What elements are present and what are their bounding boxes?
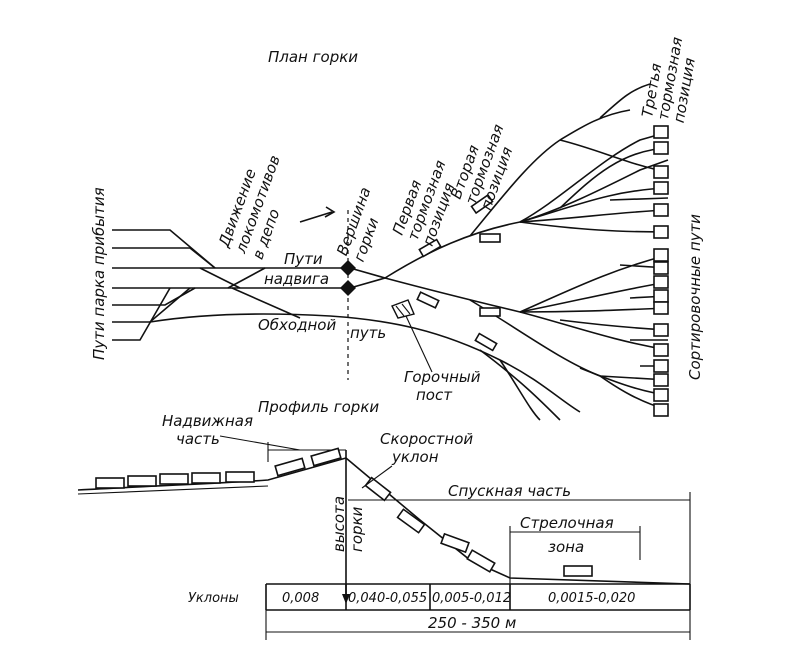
hump-marker-1 [340,260,356,276]
arrow-head [324,206,336,218]
control-post-leader [405,315,433,373]
hump-top-label: Вершина горки [333,185,382,265]
hump-height-line2: горки [348,506,366,552]
control-post-icon [391,299,415,319]
slope-table-cols [265,584,691,610]
hump-merge [349,267,388,289]
descent-part-label: Спускная часть [448,482,571,500]
slope-value-3: 0,005-0,012 [432,591,511,606]
profile-title: Профиль горки [258,398,379,416]
fast-slope-leader [361,465,393,489]
ground-hatch-base [77,485,269,495]
loco-track [231,287,301,319]
switch-zone-line2: зона [548,538,584,556]
fast-slope-line1: Скоростной [380,430,473,448]
control-post-hatch [395,303,411,317]
slope-value-2: 0,040-0,055 [348,591,427,606]
hump-height-line1: высота [330,496,348,552]
push-part-line1: Надвижная [162,412,253,430]
loco-arrow [299,211,333,223]
slope-table-rows [266,583,690,611]
bypass-track [149,313,581,413]
control-post-line2: пост [416,386,453,404]
push-tracks-line2: надвига [264,270,329,288]
second-brake-label: Вторая тормозная позиция [447,122,516,213]
push-leader [219,435,301,451]
first-brake-label: Первая тормозная позиция [389,158,458,249]
third-brake-label: Третья тормозная позиция [638,36,699,125]
plan-title: План горки [268,48,358,66]
approach-cars [95,447,342,489]
sorting-tracks-label: Сортировочные пути [686,214,704,380]
control-post-line1: Горочный [404,368,481,386]
hump-height-label: высота горки [330,496,366,552]
total-dim-ticks [265,610,691,640]
hump-marker-2 [340,280,356,296]
brake-positions [416,193,501,352]
total-length-label: 250 - 350 м [428,614,516,632]
fast-slope-line2: уклон [391,448,439,466]
slopes-label: Уклоны [188,591,239,606]
descent-cars [364,476,593,577]
bypass-line2: путь [350,324,386,342]
switch-zone-line1: Стрелочная [520,514,614,532]
arrival-tracks-label: Пути парка прибытия [90,187,108,360]
slope-value-4: 0,0015-0,020 [548,591,635,606]
third-brake-column [653,125,669,417]
bypass-line1: Обходной [258,316,336,334]
push-tracks-line1: Пути [284,250,323,268]
push-part-line2: часть [176,430,220,448]
loco-movement-label: Движение локомотивов в депо [215,153,284,262]
slope-value-1: 0,008 [282,591,319,606]
